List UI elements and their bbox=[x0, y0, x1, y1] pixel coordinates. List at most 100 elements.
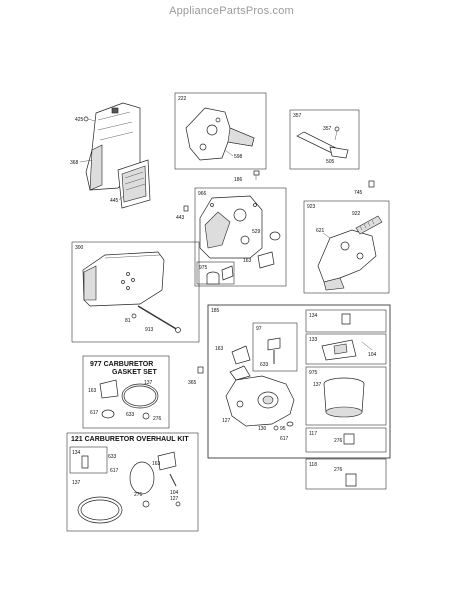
box-300-frame bbox=[71, 241, 200, 343]
label-617-c: 617 bbox=[110, 468, 119, 474]
carburetor-body-part[interactable] bbox=[225, 365, 295, 427]
box-300-label: 300 bbox=[75, 245, 84, 251]
float-133-part[interactable] bbox=[321, 339, 357, 361]
label-529: 529 bbox=[252, 229, 261, 235]
control-bracket-part[interactable] bbox=[185, 107, 255, 161]
box-975-small-label: 975 bbox=[199, 265, 208, 271]
label-163-c: 163 bbox=[88, 388, 97, 394]
label-598: 598 bbox=[234, 154, 243, 160]
spring-922-part[interactable] bbox=[355, 215, 383, 235]
screw-425-part[interactable] bbox=[83, 116, 96, 122]
label-104-a: 104 bbox=[368, 352, 377, 358]
label-276-c: 276 bbox=[153, 416, 162, 422]
bolt-913-part[interactable] bbox=[137, 305, 181, 333]
label-137-c: 137 bbox=[72, 480, 81, 486]
watermark-text: AppliancePartsPros.com bbox=[169, 5, 294, 17]
box-97-frame bbox=[252, 322, 298, 372]
label-445: 445 bbox=[110, 198, 119, 204]
screw-365-part[interactable] bbox=[197, 366, 204, 374]
label-137-b: 137 bbox=[144, 380, 153, 386]
washer-81-part[interactable] bbox=[131, 313, 137, 319]
gasket-set-part-163[interactable] bbox=[99, 379, 119, 399]
float-bowl-part[interactable] bbox=[323, 377, 365, 418]
box-134-kit-label: 134 bbox=[72, 450, 81, 456]
jet-118-part[interactable] bbox=[345, 473, 357, 487]
overhaul-kit-title: 121 CARBURETOR OVERHAUL KIT bbox=[71, 436, 189, 443]
label-621: 621 bbox=[316, 228, 325, 234]
intake-tube-part[interactable] bbox=[206, 265, 234, 285]
kit-jet-part[interactable] bbox=[81, 455, 89, 469]
bowl-screw-95-part[interactable] bbox=[273, 425, 279, 431]
box-134-label: 134 bbox=[309, 313, 318, 319]
label-163-a: 163 bbox=[243, 258, 252, 264]
label-745: 745 bbox=[354, 190, 363, 196]
label-633-a: 633 bbox=[260, 362, 269, 368]
label-617-b: 617 bbox=[90, 410, 99, 416]
label-922: 922 bbox=[352, 211, 361, 217]
governor-lever-part[interactable] bbox=[296, 126, 349, 159]
gasket-set-frame bbox=[82, 355, 170, 429]
box-975-frame bbox=[305, 366, 387, 426]
label-163-d: 163 bbox=[152, 461, 161, 467]
label-276-b: 276 bbox=[334, 467, 343, 473]
label-357: 357 bbox=[323, 126, 332, 132]
gasket-set-part-617[interactable] bbox=[101, 409, 115, 419]
gasket-set-part-137[interactable] bbox=[121, 383, 159, 409]
kit-pin-104-part[interactable] bbox=[169, 473, 177, 487]
oring-617-part[interactable] bbox=[286, 421, 294, 427]
air-filter-part[interactable] bbox=[117, 159, 151, 209]
kit-washer-276-part[interactable] bbox=[142, 500, 150, 508]
label-505: 505 bbox=[326, 159, 335, 165]
label-365: 365 bbox=[188, 380, 197, 386]
kit-ring-part[interactable] bbox=[129, 461, 155, 495]
jet-117-part[interactable] bbox=[343, 433, 355, 445]
spring-529-part[interactable] bbox=[269, 231, 281, 241]
screw-745-part[interactable] bbox=[368, 180, 375, 188]
box-357-label: 357 bbox=[293, 113, 302, 119]
box-222-frame bbox=[174, 92, 267, 170]
gasket-set-part-276[interactable] bbox=[142, 412, 150, 420]
screw-186-part[interactable] bbox=[253, 170, 260, 180]
kit-plug-127-part[interactable] bbox=[175, 501, 181, 507]
box-975-label: 975 bbox=[309, 370, 318, 376]
label-633-c: 633 bbox=[108, 454, 117, 460]
label-443: 443 bbox=[176, 215, 185, 221]
label-186: 186 bbox=[234, 177, 243, 183]
label-633-b: 633 bbox=[126, 412, 135, 418]
intake-elbow-part[interactable] bbox=[199, 195, 263, 259]
box-357-frame bbox=[289, 109, 360, 170]
gasket-set-title-line1: 977 CARBURETOR bbox=[90, 361, 153, 368]
gasket-163-part[interactable] bbox=[257, 251, 275, 269]
screw-443-part[interactable] bbox=[183, 205, 189, 212]
box-923-frame bbox=[303, 200, 390, 294]
label-127-b: 127 bbox=[170, 496, 179, 502]
muffler-part[interactable] bbox=[82, 251, 165, 307]
box-134-kit-frame bbox=[69, 446, 108, 474]
kit-gasket-163-part[interactable] bbox=[157, 451, 177, 471]
overhaul-kit-frame bbox=[66, 432, 199, 532]
kit-bowl-gasket-part[interactable] bbox=[77, 496, 123, 524]
box-185-frame bbox=[207, 304, 391, 459]
box-117-label: 117 bbox=[309, 431, 317, 437]
box-134-frame bbox=[305, 309, 387, 333]
label-130: 130 bbox=[258, 426, 267, 432]
box-185-label: 185 bbox=[211, 308, 220, 314]
box-118-label: 118 bbox=[309, 462, 317, 468]
jet-134-part[interactable] bbox=[341, 313, 351, 325]
label-127-a: 127 bbox=[222, 418, 231, 424]
label-95: 95 bbox=[280, 426, 286, 432]
label-137-a: 137 bbox=[313, 382, 322, 388]
gasket-163-b-part[interactable] bbox=[231, 345, 251, 365]
box-222-label: 222 bbox=[178, 96, 187, 102]
gasket-set-title-line2: GASKET SET bbox=[112, 369, 157, 376]
box-966-label: 966 bbox=[198, 191, 207, 197]
label-163-b: 163 bbox=[215, 346, 224, 352]
label-276-a: 276 bbox=[334, 438, 343, 444]
box-118-frame bbox=[305, 458, 387, 490]
box-133-label: 133 bbox=[309, 337, 318, 343]
needle-valve-part[interactable] bbox=[267, 337, 281, 364]
box-133-frame bbox=[305, 333, 387, 365]
control-assembly-part[interactable] bbox=[317, 229, 377, 291]
label-425: 425 bbox=[75, 117, 84, 123]
